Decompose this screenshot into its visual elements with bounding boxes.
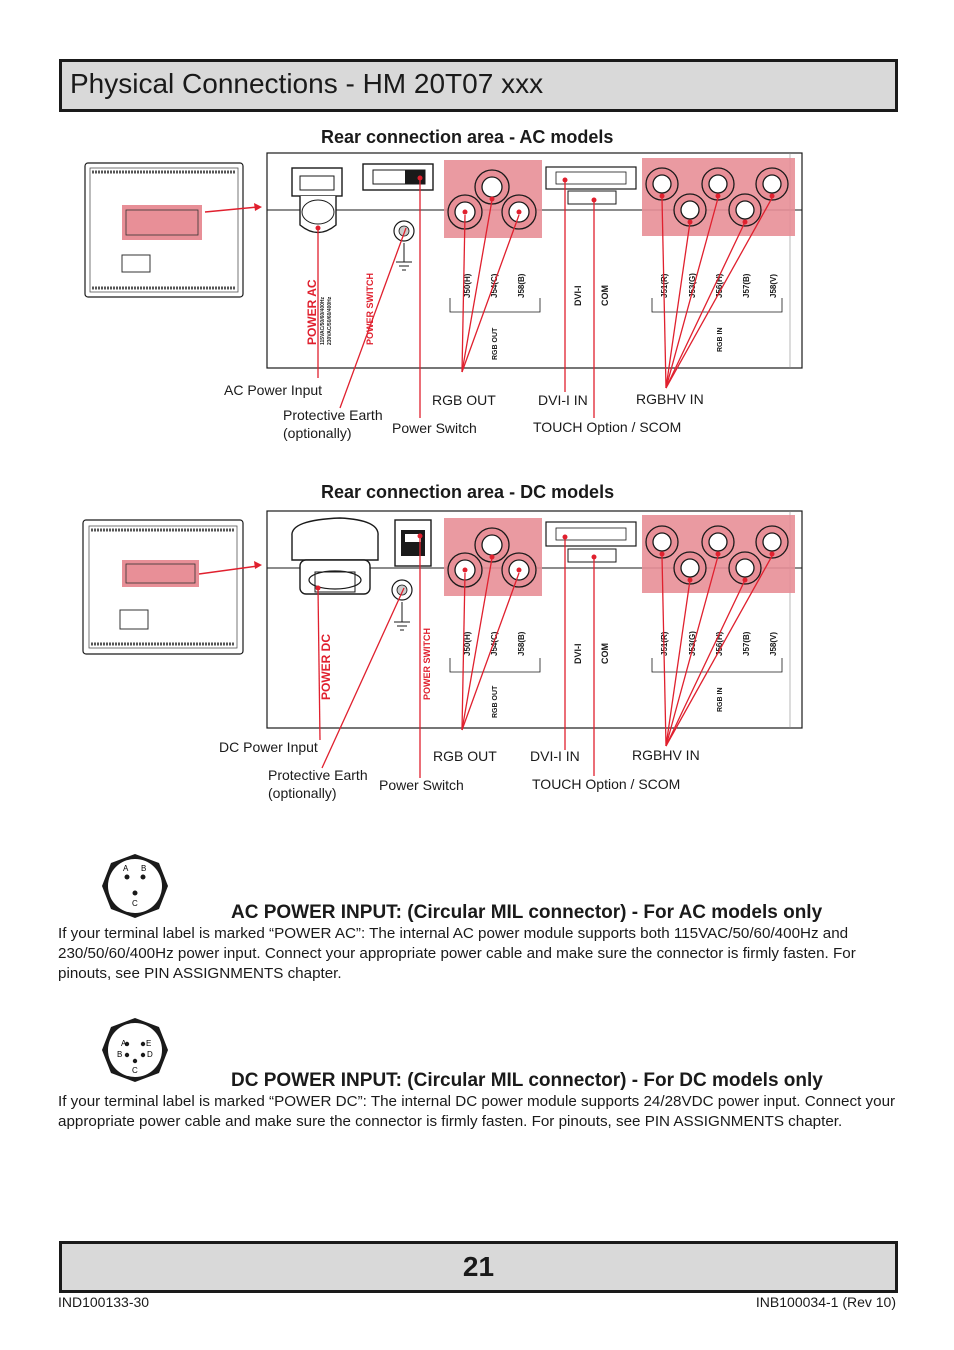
ac-panel-out-jack-1: J54(C) [490, 273, 499, 298]
dc-label-power-switch: Power Switch [379, 777, 464, 793]
dc-panel-in-jack-1: J53(G) [688, 631, 697, 656]
dc-label-rgb-out: RGB OUT [433, 748, 497, 764]
page-number-bar: 21 [59, 1241, 898, 1293]
ac-panel-out-group: RGB OUT [492, 327, 499, 360]
ac-monitor-rear-thumbnail [84, 162, 244, 298]
page-number: 21 [462, 1251, 495, 1282]
dc-connector-pinout-icon: A B C D E [102, 1018, 168, 1082]
dc-power-heading: DC POWER INPUT: (Circular MIL connector)… [231, 1070, 823, 1091]
dc-label-dvi-in: DVI-I IN [530, 748, 580, 764]
dc-panel-in-group: RGB IN [717, 688, 724, 713]
dc-pin-c: C [132, 1066, 138, 1075]
ac-label-power-input: AC Power Input [224, 382, 323, 398]
dc-panel-in-jack-0: J51(R) [660, 631, 669, 656]
dc-monitor-rear-thumbnail [82, 519, 244, 655]
ac-pin-b: B [141, 864, 146, 873]
dc-panel-out-jack-0: J50(H) [463, 631, 472, 656]
dc-panel-out-jack-2: J58(B) [517, 631, 526, 656]
ac-panel-power-spec2: 230VAC/50/60/400Hz [327, 296, 333, 345]
ac-panel-power-spec1: 115VAC/50/60/400Hz [320, 297, 326, 345]
ac-label-earth: Protective Earth (optionally) [283, 407, 383, 441]
dc-section-heading: Rear connection area - DC models [321, 482, 615, 502]
ac-power-heading: AC POWER INPUT: (Circular MIL connector)… [231, 902, 823, 923]
ac-label-rgb-out: RGB OUT [432, 392, 496, 408]
dc-panel-in-jack-4: J58(V) [769, 632, 778, 656]
dc-panel-power-text: POWER DC [319, 634, 333, 700]
ac-panel-in-jack-0: J51(R) [660, 273, 669, 298]
dc-panel-in-jack-2: J56(H) [715, 631, 724, 656]
ac-panel-in-jack-2: J56(H) [715, 273, 724, 298]
ac-panel-out-jack-0: J50(H) [463, 273, 472, 298]
ac-rear-panel-diagram: POWER AC 115VAC/50/60/400Hz 230VAC/50/60… [84, 152, 803, 418]
page-title-bar: Physical Connections - HM 20T07 xxx [59, 59, 898, 112]
ac-pin-a: A [123, 864, 129, 873]
dc-label-power-input: DC Power Input [219, 739, 318, 755]
ac-section-heading: Rear connection area - AC models [321, 127, 614, 147]
dc-power-body: If your terminal label is marked “POWER … [58, 1093, 896, 1130]
dc-panel-switch-text: POWER SWITCH [422, 628, 432, 700]
ac-panel-out-jack-2: J58(B) [517, 273, 526, 298]
ac-label-touch: TOUCH Option / SCOM [533, 419, 682, 435]
dc-pin-d: D [147, 1050, 153, 1059]
ac-connector-pinout-icon: A B C [102, 854, 168, 918]
dc-rear-panel-diagram: POWER DC POWER SWITCH RGB OUT RGB IN J50… [82, 510, 803, 778]
ac-panel-com-text: COM [600, 285, 610, 306]
dc-panel-com-text: COM [600, 643, 610, 664]
ac-panel-in-group: RGB IN [717, 328, 724, 353]
dc-pin-b: B [117, 1050, 122, 1059]
ac-pin-c: C [132, 899, 138, 908]
dc-panel-dvi-text: DVI-I [573, 643, 583, 664]
ac-label-rgbhv-in: RGBHV IN [636, 391, 704, 407]
dc-panel-out-jack-1: J54(C) [490, 631, 499, 656]
ac-panel-dvi-text: DVI-I [573, 285, 583, 306]
ac-panel-switch-text: POWER SWITCH [365, 273, 375, 345]
dc-panel-out-group: RGB OUT [492, 685, 499, 718]
dc-label-earth: Protective Earth (optionally) [268, 767, 368, 801]
ac-label-dvi-in: DVI-I IN [538, 392, 588, 408]
ac-panel-in-jack-3: J57(B) [742, 273, 751, 298]
dc-pin-e: E [146, 1039, 151, 1048]
page-title: Physical Connections - HM 20T07 xxx [70, 68, 544, 99]
ac-label-power-switch: Power Switch [392, 420, 477, 436]
dc-label-touch: TOUCH Option / SCOM [532, 776, 681, 792]
ac-panel-in-jack-4: J58(V) [769, 274, 778, 298]
ac-panel-power-text: POWER AC [305, 279, 319, 345]
dc-pin-a: A [121, 1039, 127, 1048]
dc-label-rgbhv-in: RGBHV IN [632, 747, 700, 763]
ac-power-body: If your terminal label is marked “POWER … [58, 925, 856, 982]
ac-panel-in-jack-1: J53(G) [688, 273, 697, 298]
dc-panel-in-jack-3: J57(B) [742, 631, 751, 656]
footer-doc-id-right: INB100034-1 (Rev 10) [755, 1294, 896, 1310]
footer-doc-id-left: IND100133-30 [58, 1294, 150, 1310]
